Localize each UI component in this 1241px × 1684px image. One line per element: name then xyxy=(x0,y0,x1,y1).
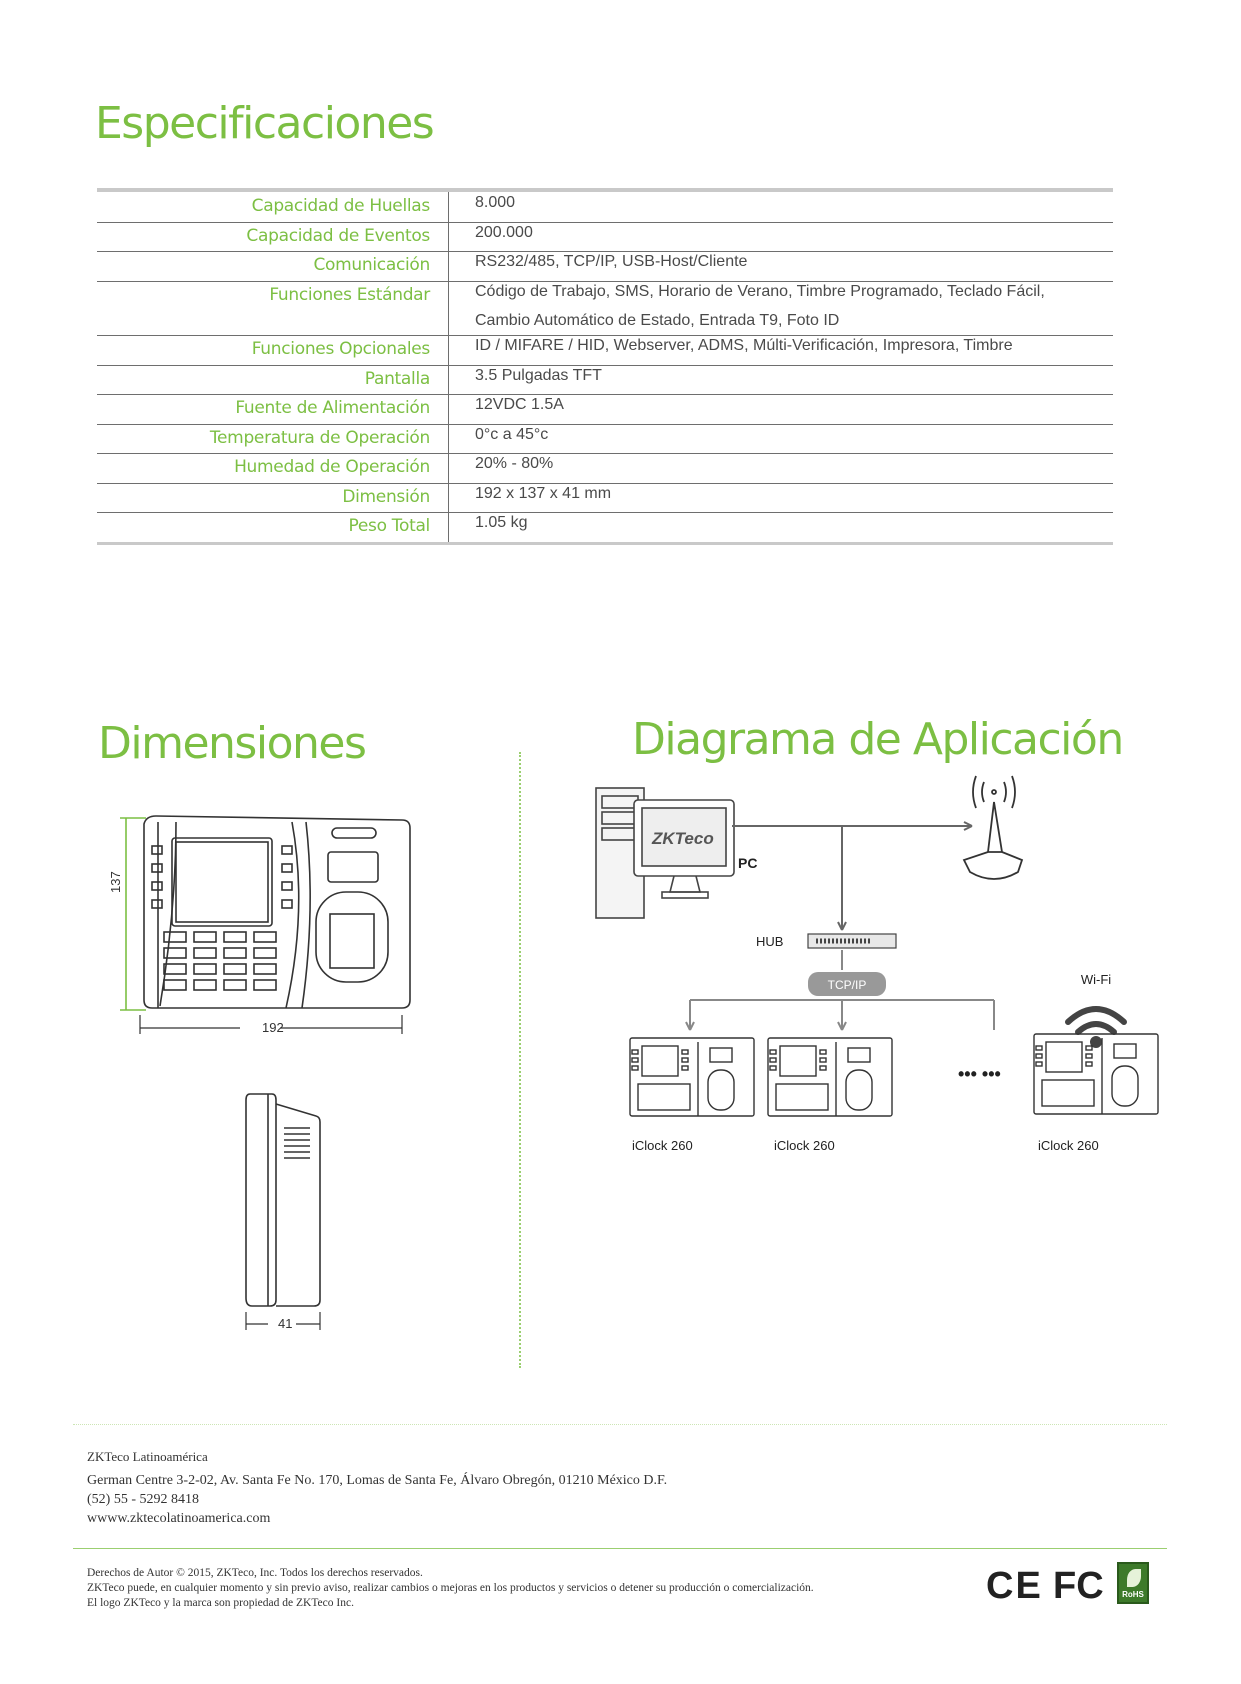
specs-title: Especificaciones xyxy=(95,98,435,149)
spec-table-top-rule xyxy=(97,188,1113,192)
spec-value: 0°c a 45°c xyxy=(475,425,549,443)
spec-value: 192 x 137 x 41 mm xyxy=(475,484,612,502)
leaf-icon xyxy=(1127,1569,1141,1587)
spec-value: RS232/485, TCP/IP, USB-Host/Cliente xyxy=(475,253,748,270)
rohs-badge: RoHS xyxy=(1117,1562,1149,1604)
antenna-icon xyxy=(962,775,1024,880)
tcpip-label: TCP/IP xyxy=(828,978,867,992)
dimension-depth-label: 41 xyxy=(278,1316,293,1331)
spec-value: ID / MIFARE / HID, Webserver, ADMS, Múlt… xyxy=(475,337,1013,355)
footer-phone: (52) 55 - 5292 8418 xyxy=(87,1492,199,1507)
device-label-2: iClock 260 xyxy=(774,1138,835,1153)
spec-row: Capacidad de Eventos 200.000 xyxy=(97,222,1113,252)
spec-label: Fuente de Alimentación xyxy=(235,398,430,419)
fc-mark: FC xyxy=(1053,1565,1104,1607)
pc-label: PC xyxy=(738,855,757,871)
footer-company: ZKTeco Latinoamérica xyxy=(87,1449,208,1464)
dimension-width-label: 192 xyxy=(262,1020,284,1035)
spec-row: Humedad de Operación 20% - 80% xyxy=(97,453,1113,484)
footer-legal-2: ZKTeco puede, en cualquier momento y sin… xyxy=(87,1582,814,1594)
spec-label: Capacidad de Huellas xyxy=(251,196,431,216)
spec-row: Funciones Opcionales ID / MIFARE / HID, W… xyxy=(97,335,1113,366)
spec-value: Código de Trabajo, SMS, Horario de Veran… xyxy=(475,282,1045,300)
spec-row: Capacidad de Huellas 8.000 xyxy=(97,192,1113,223)
spec-row: Peso Total 1.05 kg xyxy=(97,512,1113,542)
dimensions-title: Dimensiones xyxy=(98,718,367,769)
ce-mark: CE xyxy=(986,1565,1043,1607)
pc-icon xyxy=(595,787,735,919)
spec-label: Funciones Estándar xyxy=(269,284,430,305)
footer-legal-1: Derechos de Autor © 2015, ZKTeco, Inc. T… xyxy=(87,1567,423,1579)
device-side-drawing xyxy=(245,1093,321,1330)
rohs-label: RoHS xyxy=(1122,1590,1144,1599)
device-icon-3 xyxy=(1033,1033,1159,1115)
spec-value: 8.000 xyxy=(475,194,516,211)
footer-bottom-rule xyxy=(73,1548,1167,1549)
device-ellipsis: ••• ••• xyxy=(958,1064,1001,1084)
footer-legal-3: El logo ZKTeco y la marca son propiedad … xyxy=(87,1597,354,1609)
spec-value-line2: Cambio Automático de Estado, Entrada T9,… xyxy=(475,311,840,329)
footer-website[interactable]: wwww.zktecolatinoamerica.com xyxy=(87,1511,271,1526)
pc-logo: ZKTeco xyxy=(651,829,714,848)
spec-label: Comunicación xyxy=(313,255,430,275)
dimension-height-label: 137 xyxy=(108,871,123,893)
hub-icon xyxy=(807,933,897,949)
device-label-1: iClock 260 xyxy=(632,1138,693,1153)
footer-address: German Centre 3-2-02, Av. Santa Fe No. 1… xyxy=(87,1473,668,1488)
spec-label: Capacidad de Eventos xyxy=(246,225,430,246)
spec-row: Pantalla 3.5 Pulgadas TFT xyxy=(97,365,1113,396)
device-front-drawing xyxy=(120,815,411,1034)
spec-table-divider xyxy=(448,192,449,545)
spec-row: Comunicación RS232/485, TCP/IP, USB-Host/… xyxy=(97,251,1113,282)
spec-row: Temperatura de Operación 0°c a 45°c xyxy=(97,424,1113,455)
tcpip-pill xyxy=(808,972,886,996)
spec-row: Fuente de Alimentación 12VDC 1.5A xyxy=(97,394,1113,425)
diagram-title: Diagrama de Aplicación xyxy=(632,714,1124,765)
spec-label: Dimensión xyxy=(342,486,430,507)
spec-label: Temperatura de Operación xyxy=(209,427,430,448)
spec-value: 3.5 Pulgadas TFT xyxy=(475,366,602,384)
device-icon-2 xyxy=(767,1037,893,1117)
spec-value: 20% - 80% xyxy=(475,455,554,473)
spec-label: Pantalla xyxy=(364,368,431,389)
spec-row: Dimensión 192 x 137 x 41 mm xyxy=(97,483,1113,514)
spec-label: Funciones Opcionales xyxy=(251,339,431,360)
device-icon-1 xyxy=(629,1037,755,1117)
spec-value: 1.05 kg xyxy=(475,514,528,532)
device-label-3: iClock 260 xyxy=(1038,1138,1099,1153)
wifi-icon xyxy=(1065,1006,1127,1048)
spec-value: 12VDC 1.5A xyxy=(475,396,564,414)
footer-top-rule xyxy=(73,1424,1167,1425)
spec-label: Humedad de Operación xyxy=(234,457,430,478)
spec-value: 200.000 xyxy=(475,223,533,241)
hub-label: HUB xyxy=(756,934,783,949)
application-diagram: ZKTeco PC HUB TCP/IP Wi-Fi ••• ••• xyxy=(595,775,1159,1153)
spec-row: Funciones Estándar Código de Trabajo, SMS… xyxy=(97,281,1113,337)
spec-label: Peso Total xyxy=(348,516,431,537)
spec-table-bottom-rule xyxy=(97,542,1113,545)
section-divider xyxy=(519,752,521,1368)
wifi-label: Wi-Fi xyxy=(1081,972,1111,987)
